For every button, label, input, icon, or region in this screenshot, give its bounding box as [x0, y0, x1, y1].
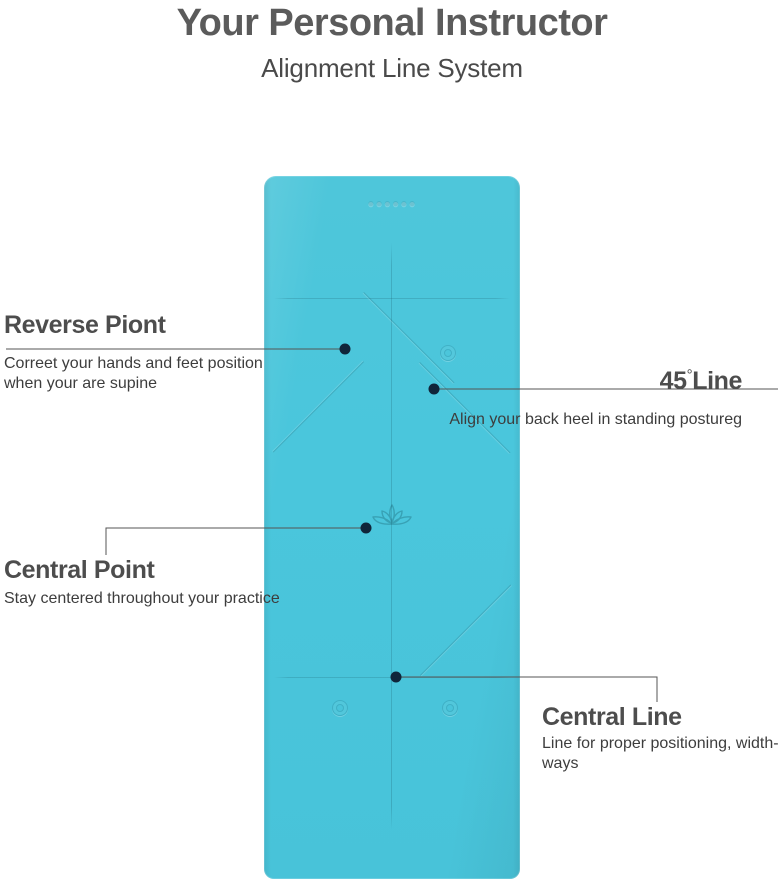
header: Your Personal Instructor Alignment Line … — [0, 0, 784, 84]
mat-surface: ●●●●●● — [264, 176, 520, 879]
callout-body-central-point: Stay centered throughout your practice — [4, 590, 280, 607]
mat-marker-upper-right — [440, 345, 456, 361]
callout-central-point: Central Point Stay centered throughout y… — [4, 555, 304, 609]
callout-body-central-line: Line for proper positioning, width-ways — [542, 735, 779, 772]
yoga-mat-image: ●●●●●● — [264, 176, 520, 879]
callout-title-central-point: Central Point — [4, 556, 155, 584]
callout-title-reverse-point: Reverse Piont — [4, 311, 166, 339]
callout-reverse-point: Reverse Piont Correet your hands and fee… — [4, 310, 304, 394]
mat-center-line-vertical — [391, 242, 392, 830]
mat-45-line-lower-right — [420, 584, 512, 676]
callout-title-central-line: Central Line — [542, 703, 682, 731]
callout-45-line: 45°Line Align your back heel in standing… — [442, 366, 742, 430]
mat-45-line-lower-left — [363, 292, 455, 384]
mat-marker-lower-left — [332, 700, 348, 716]
callout-title-45-line: 45°Line — [442, 366, 743, 396]
callout-title-45-word: Line — [692, 367, 742, 395]
degree-symbol-icon: ° — [686, 366, 693, 384]
mat-cross-line-lower — [274, 677, 510, 678]
callout-body-45-line: Align your back heel in standing posture… — [449, 411, 742, 428]
callout-title-45-value: 45 — [659, 367, 687, 395]
mat-brand-emboss: ●●●●●● — [367, 196, 417, 210]
mat-marker-lower-right — [442, 700, 458, 716]
page-subtitle: Alignment Line System — [261, 53, 523, 83]
page-title: Your Personal Instructor — [176, 2, 608, 44]
mat-right-edge — [513, 176, 520, 879]
callout-body-reverse-point: Correet your hands and feet position whe… — [4, 355, 263, 392]
lotus-logo-icon — [370, 501, 414, 531]
mat-cross-line-upper — [274, 298, 510, 299]
mat-left-edge — [264, 176, 271, 879]
callout-central-line: Central Line Line for proper positioning… — [542, 702, 784, 774]
